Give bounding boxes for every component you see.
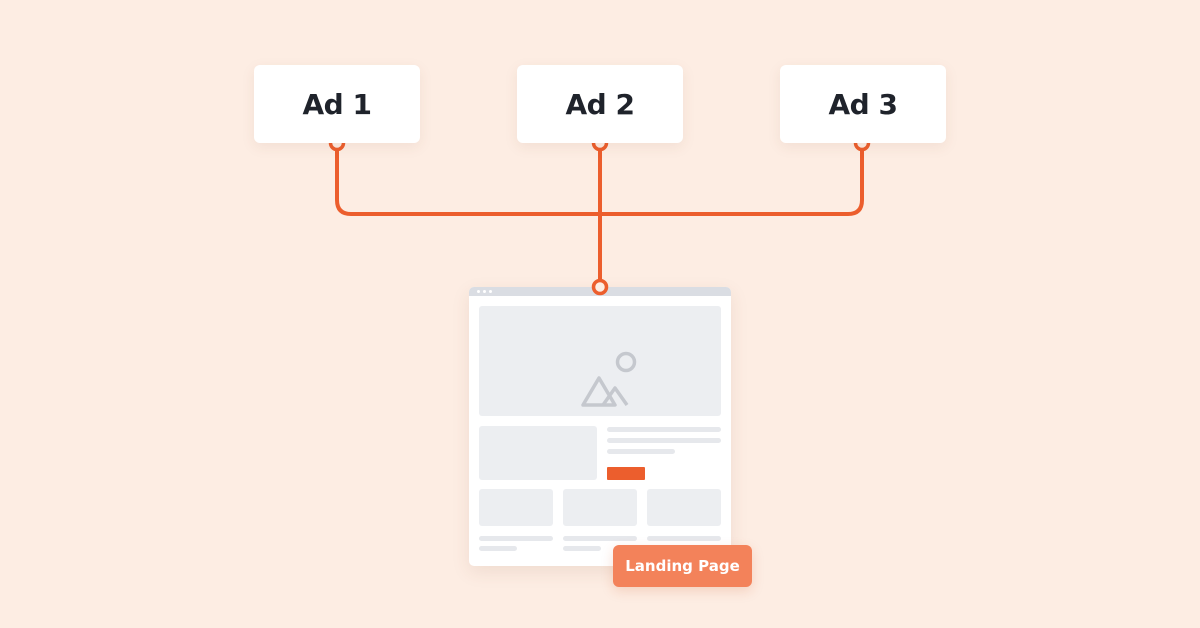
image-placeholder-icon [581, 351, 637, 407]
landing-page-label: Landing Page [625, 557, 740, 575]
text-line [479, 546, 517, 551]
browser-dot [477, 290, 480, 293]
browser-toolbar [469, 287, 731, 296]
connector-ad3 [612, 148, 864, 216]
text-line [563, 546, 601, 551]
ad-card-1: Ad 1 [254, 65, 420, 143]
ad-card-3: Ad 3 [780, 65, 946, 143]
card-placeholder [479, 489, 553, 526]
ad-card-2-label: Ad 2 [565, 87, 635, 121]
card-placeholder [563, 489, 637, 526]
browser-dot [489, 290, 492, 293]
connector-ad1 [335, 148, 588, 216]
feature-image-placeholder [479, 426, 597, 480]
ad-card-1-label: Ad 1 [302, 87, 372, 121]
card-placeholder [647, 489, 721, 526]
text-line [607, 427, 721, 432]
browser-dot [483, 290, 486, 293]
text-line [607, 449, 675, 454]
landing-page-badge: Landing Page [613, 545, 752, 587]
text-line [607, 438, 721, 443]
hero-image-placeholder [479, 306, 721, 416]
ad-card-2: Ad 2 [517, 65, 683, 143]
ad-card-3-label: Ad 3 [828, 87, 898, 121]
cta-button-placeholder [607, 467, 645, 480]
text-line [647, 536, 721, 541]
text-line [563, 536, 637, 541]
text-line [479, 536, 553, 541]
landing-page-wireframe [469, 287, 731, 566]
